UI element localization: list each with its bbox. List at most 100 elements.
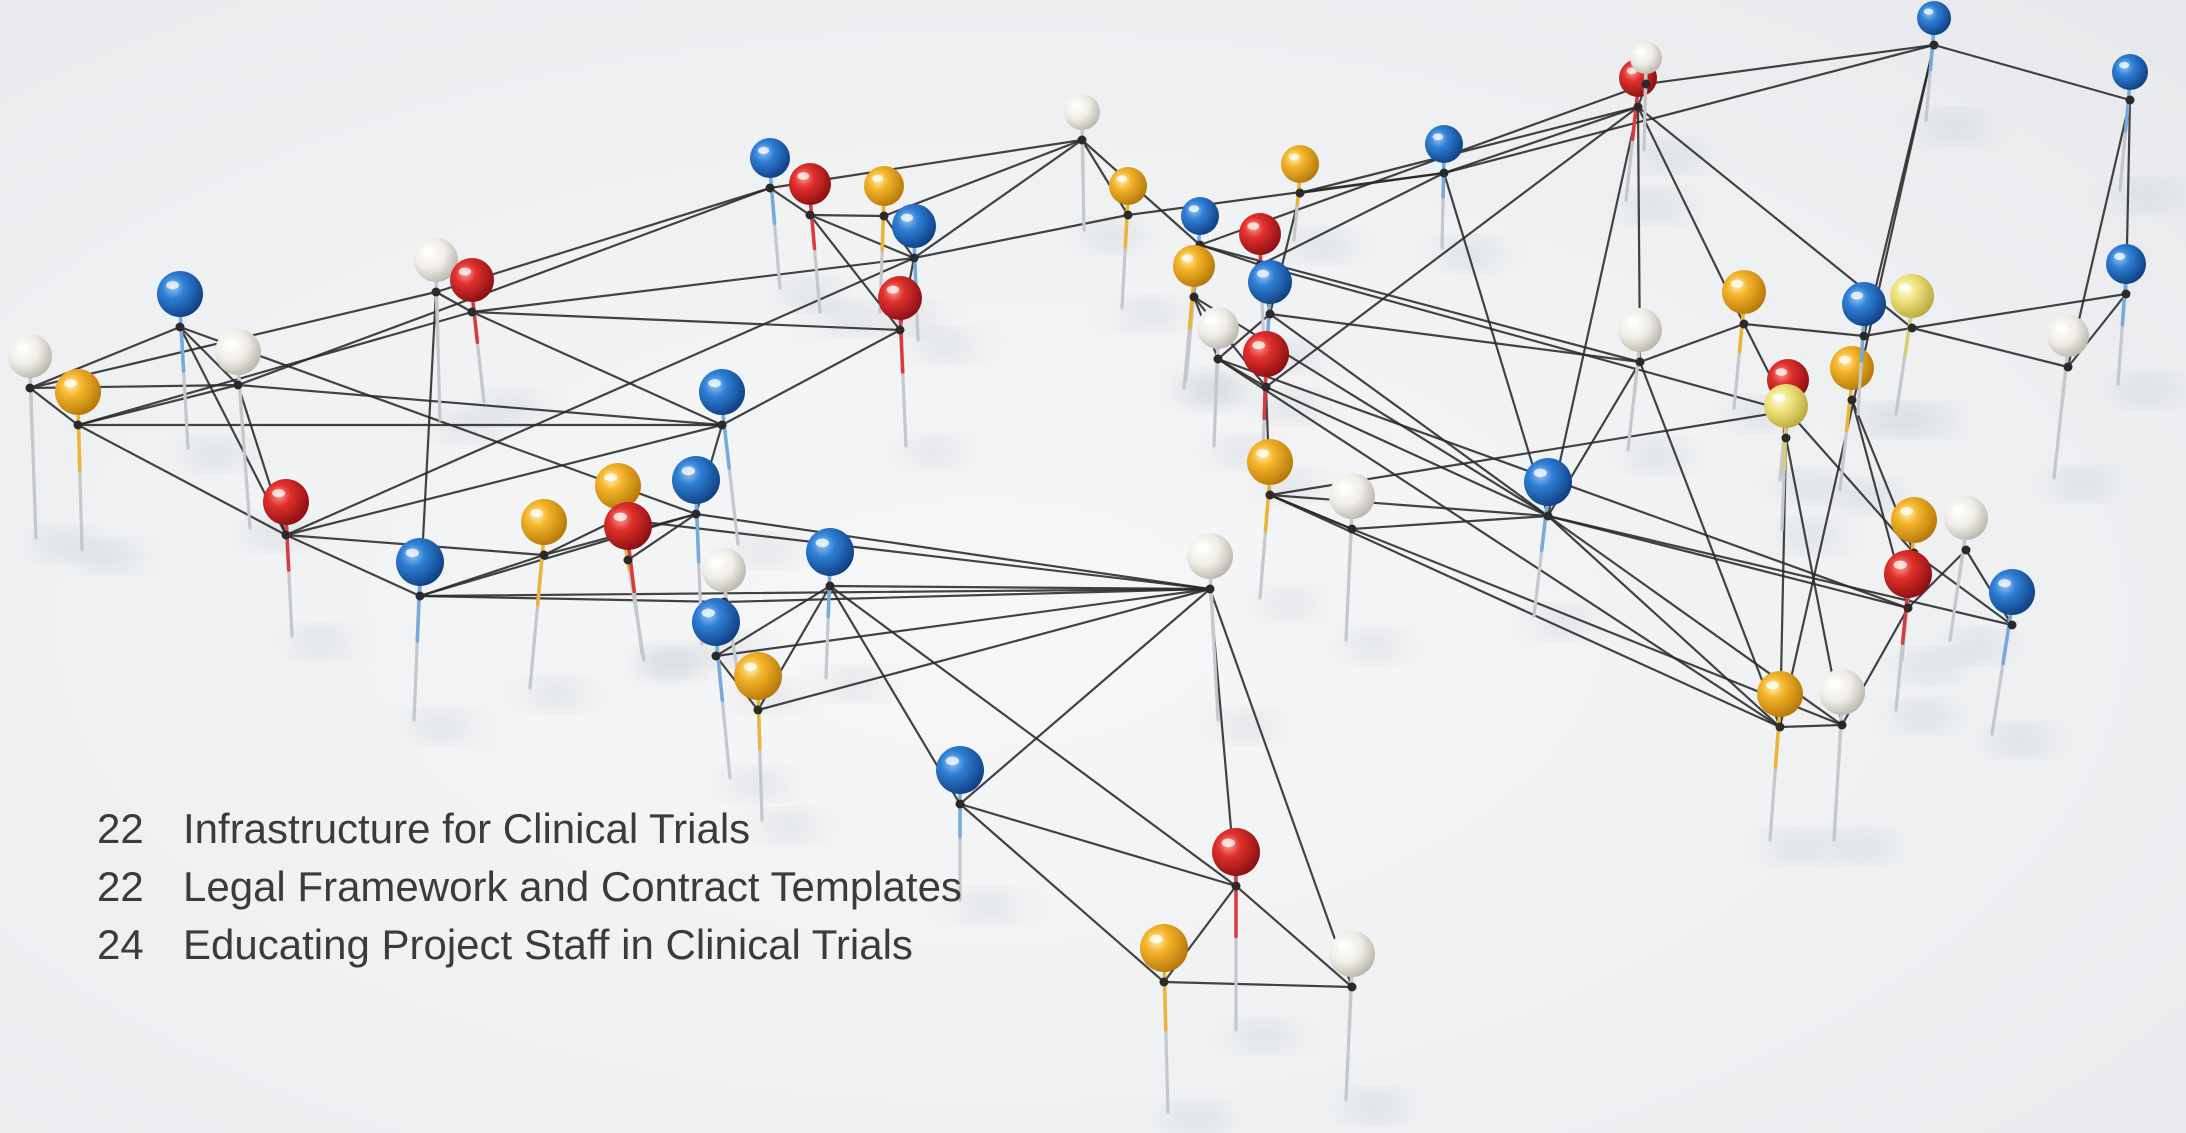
pin-shadow: [1774, 476, 1842, 496]
pin-shadow: [1986, 730, 2054, 750]
thread-line: [28, 386, 80, 427]
toc-entry[interactable]: 22 Infrastructure for Clinical Trials: [97, 800, 1297, 858]
pin-shadow: [408, 716, 476, 736]
push-pin: [1140, 924, 1188, 1114]
push-pin: [806, 528, 854, 680]
thread-line: [1216, 357, 1782, 729]
thread-line: [958, 587, 1212, 806]
pin-shadow: [286, 632, 354, 652]
thread-line: [1442, 105, 1640, 175]
pin-shadow: [1638, 146, 1706, 166]
push-pin: [215, 329, 261, 530]
push-pin: [1425, 125, 1463, 250]
push-pin: [1764, 384, 1808, 532]
thread-line: [470, 310, 902, 332]
thread-line: [2066, 292, 2128, 369]
thread-line: [1268, 312, 1642, 364]
pin-shadow: [2114, 186, 2182, 206]
toc-entry-title: Infrastructure for Clinical Trials: [183, 805, 751, 852]
push-pin: [1248, 260, 1292, 402]
push-pin: [2047, 315, 2089, 480]
thread-line: [1546, 514, 1782, 729]
pin-shadows: [30, 116, 2182, 1128]
pin-shadow: [1162, 1108, 1230, 1128]
pin-shadow: [182, 444, 250, 464]
thread-line: [1546, 514, 1910, 610]
pin-shadow: [1258, 396, 1326, 416]
thread-line: [720, 328, 902, 427]
thread-line: [958, 802, 1238, 888]
thread-line: [1162, 980, 1354, 989]
toc-entry-title: Educating Project Staff in Clinical Tria…: [183, 921, 913, 968]
push-pin: [1757, 671, 1803, 842]
push-pin: [1944, 496, 1988, 642]
pin-shadow: [1828, 836, 1896, 856]
toc-entry-title: Legal Framework and Contract Templates: [183, 863, 962, 910]
pin-shadow: [1178, 384, 1246, 404]
thread-line: [1234, 884, 1354, 989]
pin-shadow: [1776, 526, 1844, 546]
thread-line: [714, 587, 1212, 658]
thread-line: [1268, 312, 1550, 518]
toc-entry[interactable]: 22 Legal Framework and Contract Template…: [97, 858, 1297, 916]
thread-line: [1906, 548, 1968, 610]
thread-line: [236, 383, 724, 427]
pin-shadow: [954, 896, 1022, 916]
push-pin: [936, 746, 984, 902]
thread-line: [1546, 514, 2014, 627]
thread-line: [76, 310, 474, 427]
thread-line: [1442, 43, 1936, 175]
toc-page-number: 22: [97, 805, 144, 852]
thread-line: [1778, 723, 1844, 729]
pin-shadow: [1764, 836, 1832, 856]
push-pin: [263, 479, 309, 638]
thread-line: [1932, 43, 2132, 102]
thread-line: [470, 256, 916, 314]
push-pin: [2112, 54, 2148, 192]
pin-shadow: [1890, 410, 1958, 430]
push-pin: [878, 276, 922, 448]
thread-line: [1638, 322, 1746, 364]
push-pin: [1819, 669, 1865, 842]
thread-line: [722, 587, 1212, 604]
thread-line: [808, 213, 916, 260]
push-pin: [672, 456, 720, 646]
push-pin: [1842, 282, 1886, 416]
thread-line: [178, 325, 240, 387]
pin-shadow: [1116, 304, 1184, 324]
thread-line: [1198, 82, 1648, 247]
pin-shadow: [900, 442, 968, 462]
threads: [28, 43, 2132, 989]
pin-shadow: [1288, 236, 1356, 256]
thread-line: [958, 802, 1166, 984]
thread-line: [1350, 514, 1550, 531]
push-pin: [789, 163, 831, 314]
push-pin: [1524, 458, 1572, 618]
push-pin: [604, 502, 652, 656]
push-pin: [414, 238, 458, 422]
thread-line: [626, 512, 698, 562]
thread-line: [828, 584, 1212, 591]
thread-line: [714, 584, 832, 658]
pin-shadow: [1920, 116, 1988, 136]
pin-shadow: [2112, 380, 2180, 400]
push-pin: [1247, 439, 1293, 600]
pin-shadow: [1078, 226, 1146, 246]
toc-entry[interactable]: 24 Educating Project Staff in Clinical T…: [97, 916, 1297, 974]
push-pin: [699, 369, 745, 546]
thread-line: [418, 587, 1212, 598]
toc-page-number: 24: [97, 921, 144, 968]
push-pin: [1281, 145, 1319, 242]
push-pin: [1890, 274, 1934, 416]
pin-shadow: [1340, 1096, 1408, 1116]
push-pin: [1329, 473, 1375, 642]
pins: [8, 1, 2148, 1114]
thread-line: [76, 423, 288, 537]
push-pin: [1989, 569, 2035, 736]
pin-shadow: [814, 308, 882, 328]
pin-shadow: [636, 650, 704, 670]
thread-line: [284, 533, 422, 598]
push-pin: [1109, 167, 1147, 310]
thread-line: [1910, 292, 2128, 330]
